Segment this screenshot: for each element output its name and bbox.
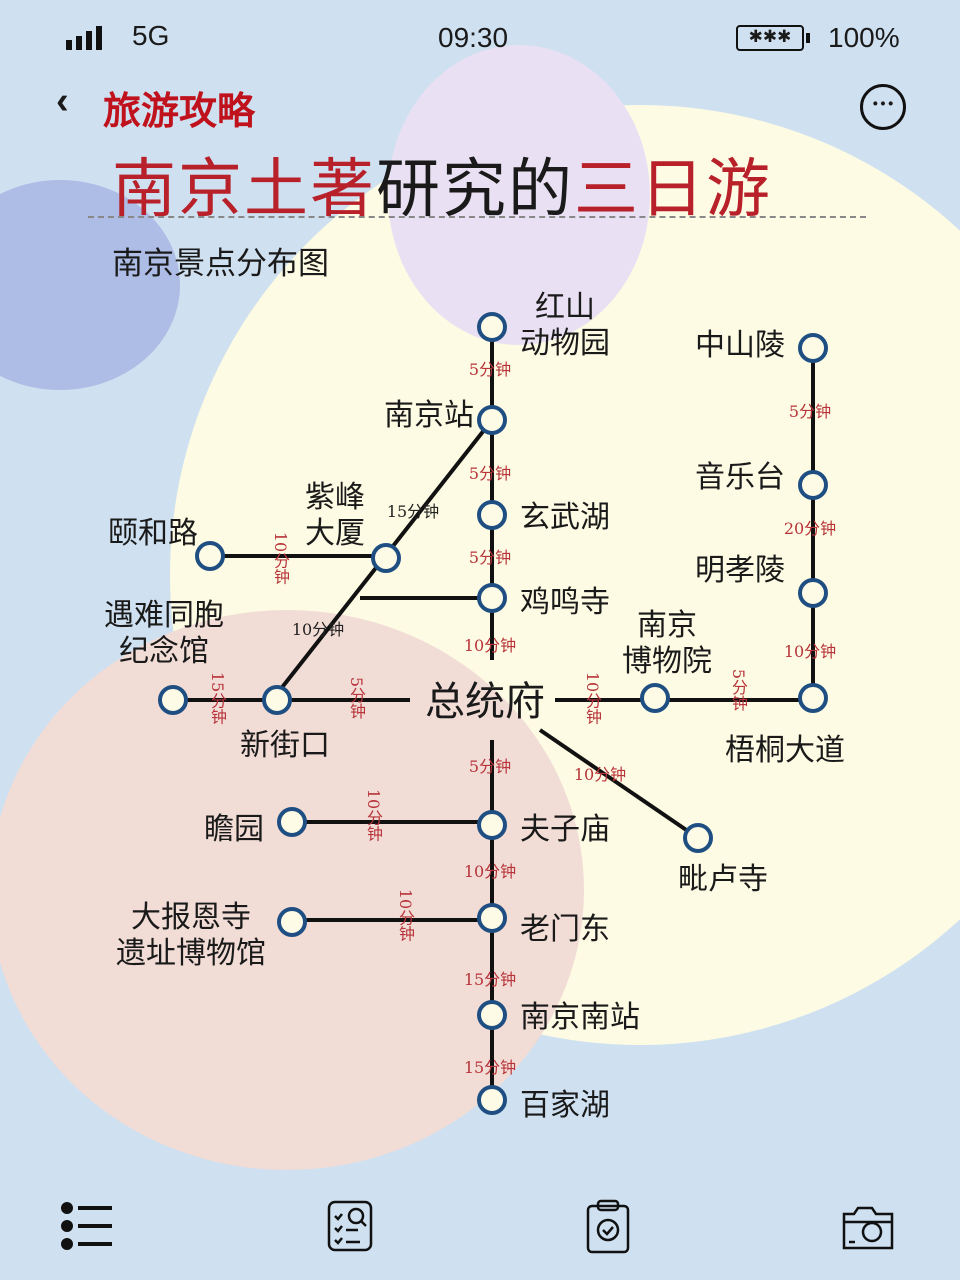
station-label[interactable]: 南京 博物院 (622, 608, 712, 679)
bg-circle-blue (0, 180, 180, 390)
station-label[interactable]: 南京站 (384, 398, 474, 433)
station-label[interactable]: 老门东 (520, 912, 610, 947)
station-node[interactable] (477, 312, 507, 342)
bg-circle-pink (0, 610, 584, 1170)
station-node[interactable] (640, 683, 670, 713)
station-label[interactable]: 南京南站 (520, 1000, 640, 1035)
subtitle: 南京景点分布图 (112, 246, 329, 282)
station-label[interactable]: 中山陵 (695, 328, 785, 363)
station-label[interactable]: 新街口 (240, 728, 330, 763)
travel-time-label: 5分钟 (729, 668, 748, 712)
station-node[interactable] (477, 810, 507, 840)
station-label[interactable]: 夫子庙 (520, 812, 610, 847)
route-line (360, 596, 492, 600)
bottom-nav (0, 1198, 960, 1262)
travel-time-label: 5分钟 (468, 360, 512, 379)
search-checklist-icon[interactable] (322, 1198, 378, 1258)
travel-time-label: 15分钟 (386, 502, 440, 521)
station-node[interactable] (477, 1085, 507, 1115)
station-label[interactable]: 百家湖 (520, 1088, 610, 1123)
camera-icon[interactable] (840, 1198, 896, 1258)
route-line (210, 554, 386, 558)
travel-time-label: 5分钟 (347, 676, 366, 720)
station-label[interactable]: 遇难同胞 纪念馆 (104, 598, 224, 669)
bg-circle-purple (388, 45, 650, 345)
divider (88, 216, 866, 218)
travel-time-label: 10分钟 (783, 642, 837, 661)
page-title: 南京土著研究的三日游 (112, 153, 772, 227)
travel-time-label: 5分钟 (468, 757, 512, 776)
station-node[interactable] (262, 685, 292, 715)
station-label[interactable]: 明孝陵 (695, 553, 785, 588)
travel-time-label: 15分钟 (208, 671, 227, 725)
station-node[interactable] (798, 683, 828, 713)
travel-time-label: 10分钟 (573, 765, 627, 784)
station-node[interactable] (798, 333, 828, 363)
back-button[interactable]: ‹ (56, 80, 69, 122)
travel-time-label: 20分钟 (783, 519, 837, 538)
travel-time-label: 10分钟 (396, 888, 415, 942)
route-line (555, 698, 813, 702)
station-node[interactable] (798, 470, 828, 500)
travel-time-label: 10分钟 (583, 671, 602, 725)
station-node[interactable] (371, 543, 401, 573)
station-node[interactable] (477, 583, 507, 613)
station-node[interactable] (798, 578, 828, 608)
station-node[interactable] (277, 907, 307, 937)
status-bar: 5G 09:30 ✱✱✱ 100% (0, 20, 960, 60)
station-label[interactable]: 颐和路 (108, 516, 198, 551)
travel-time-label: 10分钟 (364, 788, 383, 842)
station-label[interactable]: 瞻园 (204, 812, 264, 847)
station-label[interactable]: 总统府 (425, 679, 545, 725)
network-label: 5G (132, 20, 170, 51)
station-node[interactable] (477, 1000, 507, 1030)
station-node[interactable] (195, 541, 225, 571)
station-label[interactable]: 毗卢寺 (678, 862, 768, 897)
travel-time-label: 15分钟 (463, 1058, 517, 1077)
travel-time-label: 10分钟 (291, 620, 345, 639)
station-node[interactable] (477, 903, 507, 933)
battery-level: 100% (828, 22, 900, 53)
route-line (292, 820, 492, 824)
station-node[interactable] (158, 685, 188, 715)
station-node[interactable] (477, 500, 507, 530)
station-label[interactable]: 紫峰 大厦 (305, 480, 365, 551)
station-node[interactable] (477, 405, 507, 435)
clipboard-check-icon[interactable] (580, 1198, 636, 1258)
more-button[interactable]: ··· (860, 84, 906, 130)
travel-time-label: 10分钟 (271, 531, 290, 585)
station-label[interactable]: 音乐台 (695, 460, 785, 495)
travel-time-label: 5分钟 (788, 402, 832, 421)
travel-time-label: 5分钟 (468, 464, 512, 483)
station-label[interactable]: 鸡鸣寺 (520, 585, 610, 620)
back-title[interactable]: 旅游攻略 (103, 89, 256, 133)
travel-time-label: 10分钟 (463, 636, 517, 655)
route-line (292, 918, 492, 922)
station-label[interactable]: 红山 动物园 (520, 290, 610, 361)
clock: 09:30 (438, 22, 509, 53)
station-label[interactable]: 玄武湖 (520, 500, 610, 535)
signal-icon (66, 26, 102, 50)
station-node[interactable] (683, 823, 713, 853)
battery-icon: ✱✱✱ (736, 25, 804, 51)
travel-time-label: 15分钟 (463, 970, 517, 989)
travel-time-label: 5分钟 (468, 548, 512, 567)
station-label[interactable]: 梧桐大道 (725, 733, 845, 768)
travel-time-label: 10分钟 (463, 862, 517, 881)
station-node[interactable] (277, 807, 307, 837)
station-label[interactable]: 大报恩寺 遗址博物馆 (116, 900, 266, 971)
list-icon[interactable] (60, 1198, 116, 1258)
